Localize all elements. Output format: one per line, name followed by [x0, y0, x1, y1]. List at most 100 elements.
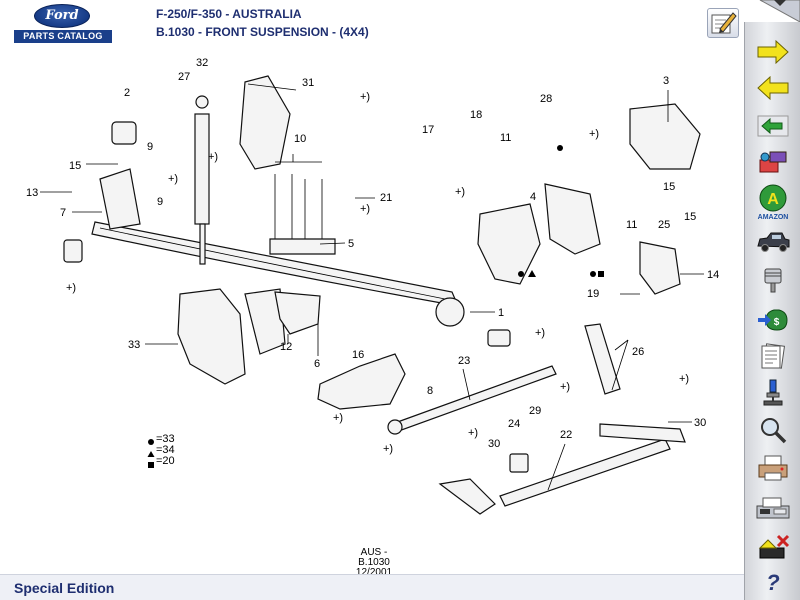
callout-17[interactable]: 17 — [422, 124, 434, 136]
hanger-bracket — [99, 168, 141, 230]
exploded-diagram: 1 2 3 4 5 6 7 8 9 9 10 11 11 12 13 14 15… — [0, 44, 744, 578]
supplement-marker: +) — [679, 373, 689, 385]
axle-housing-right — [477, 203, 541, 285]
ford-logo: Ford — [34, 4, 90, 28]
list-button[interactable] — [754, 340, 792, 372]
back-arrow-icon — [757, 115, 789, 137]
supplement-marker: +) — [360, 91, 370, 103]
callout-11b[interactable]: 11 — [626, 219, 637, 231]
callout-27[interactable]: 27 — [178, 71, 190, 83]
vehicle-button[interactable] — [754, 226, 792, 258]
callout-33[interactable]: 33 — [128, 339, 140, 351]
header: Ford PARTS CATALOG F-250/F-350 - AUSTRAL… — [0, 0, 800, 44]
bushing-left — [63, 239, 83, 263]
search-button[interactable] — [754, 414, 792, 446]
supplement-marker: +) — [168, 173, 178, 185]
callout-28[interactable]: 28 — [540, 93, 552, 105]
callout-9a[interactable]: 9 — [147, 141, 153, 153]
stabilizer-bar — [499, 438, 671, 507]
callout-3[interactable]: 3 — [663, 75, 669, 87]
notes-button[interactable] — [707, 8, 739, 38]
next-button[interactable] — [754, 36, 792, 68]
fax-icon — [756, 497, 790, 519]
callout-30b[interactable]: 30 — [694, 417, 706, 429]
legend-square-symbol — [148, 462, 154, 468]
supplement-marker: +) — [208, 151, 218, 163]
previous-arrow-icon — [757, 76, 789, 100]
callout-15a[interactable]: 15 — [69, 160, 81, 172]
callout-32[interactable]: 32 — [196, 57, 208, 69]
callout-24[interactable]: 24 — [508, 418, 520, 430]
engine-button[interactable] — [754, 264, 792, 296]
print-button[interactable] — [754, 452, 792, 484]
diagram-date: 12/2001 — [355, 567, 393, 578]
callout-15c[interactable]: 15 — [684, 211, 696, 223]
callout-15b[interactable]: 15 — [663, 181, 675, 193]
axle-arm — [274, 291, 321, 335]
legend-square: =20 — [156, 455, 175, 467]
legend: =33 =34 =20 — [146, 434, 175, 467]
callout-21[interactable]: 21 — [380, 192, 392, 204]
inspect-button[interactable] — [754, 376, 792, 408]
legend-triangle-symbol — [147, 451, 155, 457]
callout-31[interactable]: 31 — [302, 77, 314, 89]
callout-1[interactable]: 1 — [498, 307, 504, 319]
callout-labels: 1 2 3 4 5 6 7 8 9 9 10 11 11 12 13 14 15… — [26, 57, 719, 450]
legend-circle: =33 — [156, 433, 175, 445]
callout-9b[interactable]: 9 — [157, 196, 163, 208]
printer-icon — [758, 455, 788, 481]
legend-triangle: =34 — [156, 444, 175, 456]
callout-22[interactable]: 22 — [560, 429, 572, 441]
spring-plate — [269, 238, 336, 255]
supplement-marker: +) — [589, 128, 599, 140]
exit-button[interactable] — [754, 530, 792, 562]
callout-29[interactable]: 29 — [529, 405, 541, 417]
legend-circle-symbol — [148, 439, 154, 445]
callout-5[interactable]: 5 — [348, 238, 354, 250]
callout-26[interactable]: 26 — [632, 346, 644, 358]
edition-label: Special Edition — [14, 580, 115, 596]
parts-tool-icon — [759, 151, 787, 173]
callout-4[interactable]: 4 — [530, 191, 536, 203]
callout-12[interactable]: 12 — [280, 341, 292, 353]
shock-bracket — [239, 75, 291, 170]
callout-19[interactable]: 19 — [587, 288, 599, 300]
price-button[interactable]: $ — [754, 302, 792, 334]
bump-stop — [111, 121, 137, 145]
callout-2[interactable]: 2 — [124, 87, 130, 99]
callout-10[interactable]: 10 — [294, 133, 306, 145]
spring-bushing — [435, 297, 465, 327]
parts-tool-button[interactable] — [754, 146, 792, 178]
previous-button[interactable] — [754, 72, 792, 104]
page-curl-icon[interactable] — [756, 0, 800, 22]
callout-6[interactable]: 6 — [314, 358, 320, 370]
section-title: B.1030 - FRONT SUSPENSION - (4X4) — [156, 25, 369, 39]
svg-text:A: A — [767, 191, 779, 208]
amazon-icon: A AMAZON — [758, 184, 789, 221]
amazon-label: AMAZON — [758, 214, 789, 221]
callout-25[interactable]: 25 — [658, 219, 670, 231]
status-bar: Special Edition — [0, 574, 744, 600]
callout-23[interactable]: 23 — [458, 355, 470, 367]
track-bar-bracket — [317, 353, 406, 410]
callout-7[interactable]: 7 — [60, 207, 66, 219]
callout-8[interactable]: 8 — [427, 385, 433, 397]
piston-icon — [764, 268, 782, 293]
amazon-button[interactable]: A AMAZON — [754, 182, 792, 222]
callout-18[interactable]: 18 — [470, 109, 482, 121]
callout-16[interactable]: 16 — [352, 349, 364, 361]
back-button[interactable] — [754, 110, 792, 142]
callout-30a[interactable]: 30 — [488, 438, 500, 450]
callout-11a[interactable]: 11 — [500, 132, 511, 144]
supplement-marker: +) — [333, 412, 343, 424]
money-icon: $ — [758, 309, 788, 331]
callout-13[interactable]: 13 — [26, 187, 38, 199]
stabilizer-link — [584, 323, 621, 395]
help-button[interactable]: ? — [766, 570, 780, 595]
diagram-reference: AUS - B.1030 12/2001 — [344, 548, 404, 578]
callout-14[interactable]: 14 — [707, 269, 719, 281]
supplement-marker: +) — [383, 443, 393, 455]
supplement-marker: +) — [360, 203, 370, 215]
supplement-marker: +) — [560, 381, 570, 393]
fax-button[interactable] — [754, 492, 792, 524]
